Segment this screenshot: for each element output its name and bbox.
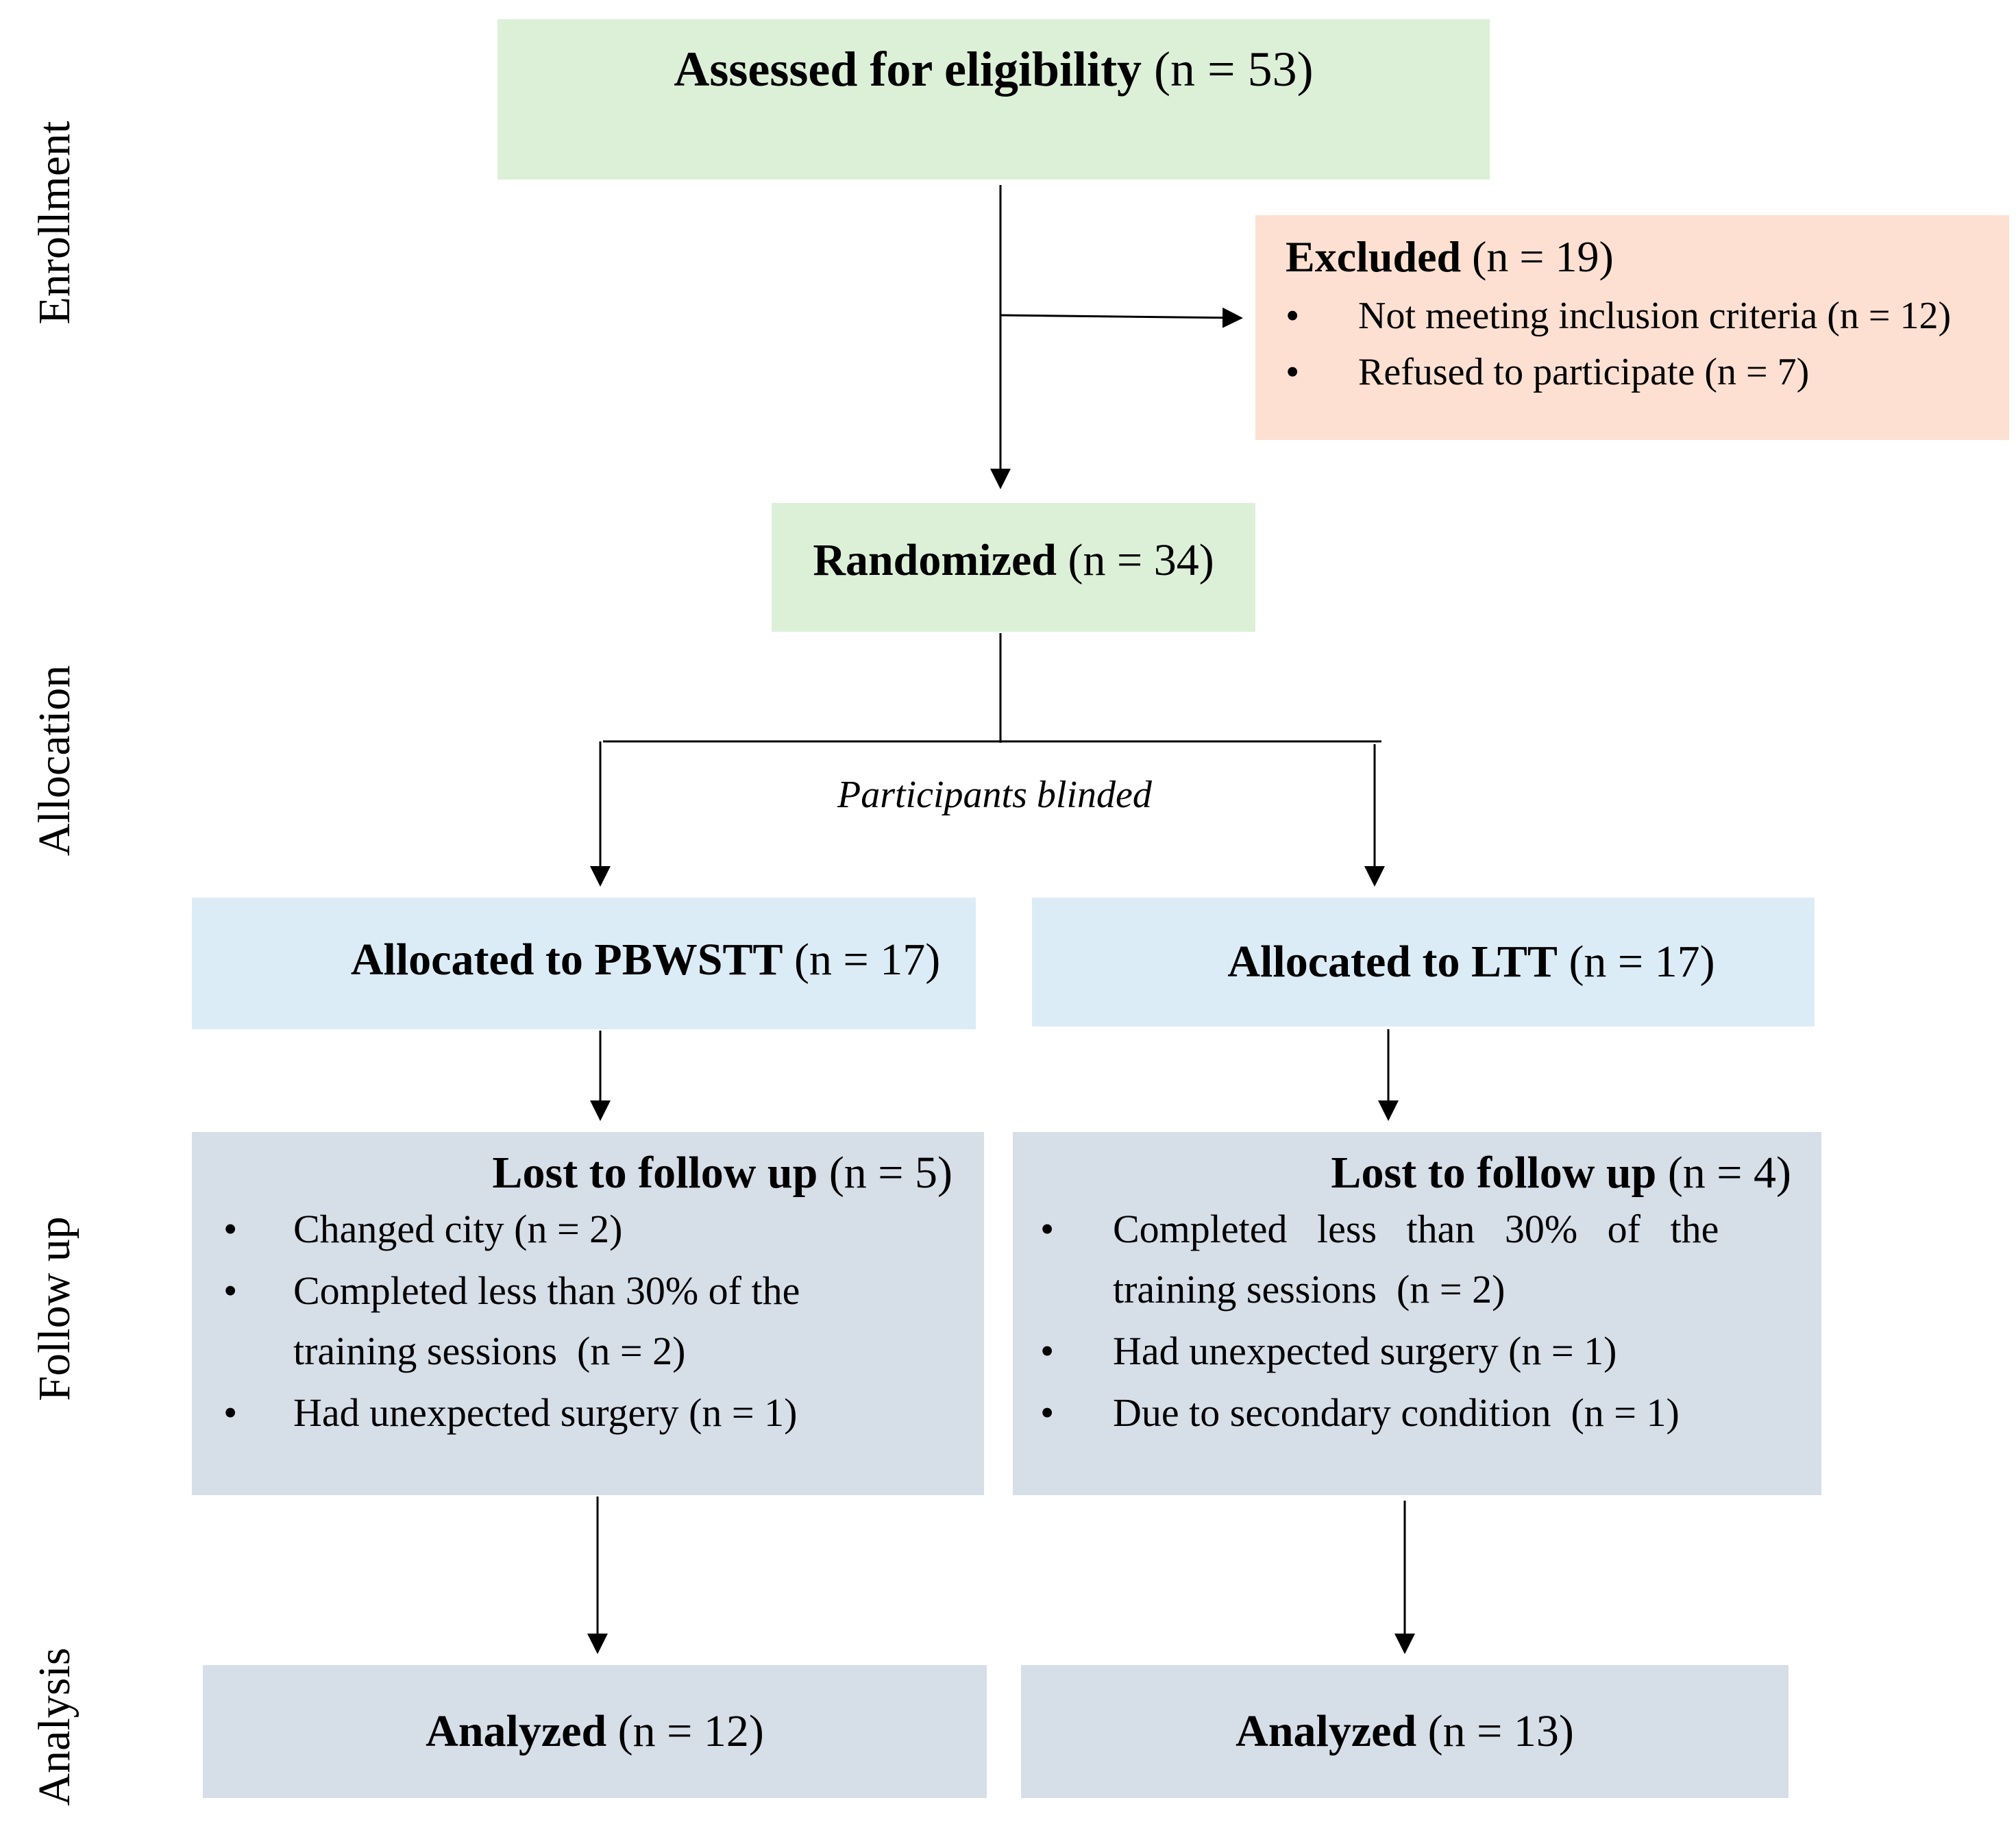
lost-reason-text: Completed less than 30% of the	[293, 1268, 800, 1313]
lost-reason: •	[223, 1207, 238, 1251]
excluded-reason: Not meeting inclusion criteria (n = 12)	[1286, 288, 2009, 344]
lost-reason-text: training sessions (n = 2)	[1113, 1267, 1505, 1312]
allocated-count: (n = 17)	[794, 935, 941, 985]
lost-reason: •	[1040, 1207, 1055, 1251]
allocated-label: Allocated to LTT	[1227, 937, 1558, 987]
excluded-reasons: Not meeting inclusion criteria (n = 12) …	[1286, 288, 2009, 400]
blinded-note: Participants blinded	[837, 774, 1152, 816]
analyzed-count: (n = 13)	[1427, 1706, 1574, 1756]
lost-reason-text: Had unexpected surgery (n = 1)	[293, 1390, 798, 1435]
lost-reason: •	[223, 1268, 238, 1313]
randomized-label: Randomized	[813, 535, 1057, 585]
lost-reason-text: Due to secondary condition (n = 1)	[1113, 1390, 1680, 1435]
lost-count: (n = 4)	[1667, 1148, 1791, 1198]
excluded-reason: Refused to participate (n = 7)	[1286, 344, 2009, 400]
assessed-box: Assessed for eligibility (n = 53)	[497, 19, 1490, 180]
analyzed-label: Analyzed	[1236, 1706, 1417, 1756]
allocated-box-pbwstt: Allocated to PBWSTT (n = 17)	[192, 898, 976, 1029]
lost-label: Lost to follow up	[492, 1148, 818, 1198]
lost-reason-text: Completed less than 30% of the	[1113, 1207, 1719, 1251]
assessed-label: Assessed for eligibility	[674, 42, 1142, 97]
lost-reason-text: training sessions (n = 2)	[293, 1329, 686, 1373]
analyzed-count: (n = 12)	[617, 1706, 764, 1756]
lost-label: Lost to follow up	[1331, 1148, 1657, 1198]
excluded-label: Excluded	[1286, 232, 1462, 281]
lost-reason-text: Had unexpected surgery (n = 1)	[1113, 1329, 1617, 1373]
lost-reason-text: Changed city (n = 2)	[293, 1207, 623, 1251]
lost-reason: •	[1040, 1390, 1055, 1435]
excluded-count: (n = 19)	[1472, 232, 1614, 281]
allocated-label: Allocated to PBWSTT	[350, 935, 783, 985]
allocated-box-ltt: Allocated to LTT (n = 17)	[1032, 898, 1815, 1026]
arrow-to-excluded	[1000, 307, 1243, 328]
randomized-count: (n = 34)	[1068, 535, 1214, 585]
analyzed-label: Analyzed	[426, 1706, 607, 1756]
allocated-count: (n = 17)	[1569, 937, 1715, 987]
lost-reason: •	[223, 1390, 238, 1435]
lost-count: (n = 5)	[828, 1148, 952, 1198]
lost-box-pbwstt: Lost to follow up (n = 5) • Changed city…	[192, 1132, 984, 1495]
analyzed-box-pbwstt: Analyzed (n = 12)	[203, 1665, 987, 1798]
lost-box-ltt: Lost to follow up (n = 4) • Completed le…	[1013, 1132, 1821, 1495]
analyzed-box-ltt: Analyzed (n = 13)	[1021, 1665, 1788, 1798]
lost-reason: •	[1040, 1329, 1055, 1373]
assessed-count: (n = 53)	[1154, 42, 1314, 97]
excluded-box: Excluded (n = 19) Not meeting inclusion …	[1255, 215, 2009, 440]
randomized-box: Randomized (n = 34)	[772, 503, 1255, 632]
